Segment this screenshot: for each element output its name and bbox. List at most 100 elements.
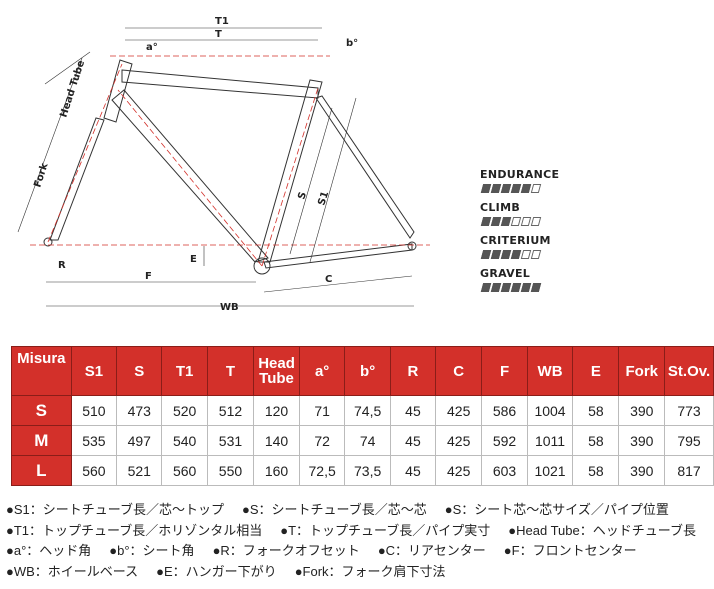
table-cell: 73,5 — [344, 455, 391, 486]
rating-segment — [510, 283, 522, 292]
legend-item: ●F：フロントセンター — [503, 543, 637, 558]
rating-segment — [530, 250, 542, 259]
table-cell: 160 — [253, 455, 300, 486]
legend-item: ●b°：シート角 — [109, 543, 195, 558]
column-header: Head Tube — [253, 346, 300, 396]
label-head-tube: Head Tube — [58, 59, 87, 119]
column-header: R — [389, 346, 437, 396]
rating-segment — [520, 250, 532, 259]
seat-stay — [315, 95, 415, 239]
legend-row: ●WB：ホイールベース●E：ハンガー下がり●Fork：フォーク肩下寸法 — [6, 562, 714, 583]
legend-item: ●T1：トップチューブ長／ホリゾンタル相当 — [6, 522, 263, 538]
label-e: E — [190, 254, 197, 265]
table-cell: 510 — [70, 395, 118, 426]
rating-segment — [490, 184, 502, 193]
legend: ●S1：シートチューブ長／芯～トップ●S：シートチューブ長／芯～芯●S：シート芯… — [6, 500, 714, 582]
table-cell: 550 — [206, 455, 255, 486]
rating-bar — [480, 250, 559, 260]
table-cell: 512 — [206, 395, 255, 426]
rating-segment — [520, 283, 532, 292]
table-cell: 45 — [389, 395, 437, 426]
legend-row: ●T1：トップチューブ長／ホリゾンタル相当●T：トップチューブ長／パイプ実寸●H… — [6, 521, 714, 542]
size-cell: M — [11, 425, 72, 456]
chain-stay — [263, 243, 413, 269]
column-header: b° — [344, 346, 391, 396]
column-header: S — [116, 346, 163, 396]
legend-item: ●WB：ホイールベース — [6, 563, 139, 579]
rating-segment — [490, 217, 502, 226]
table-cell: 531 — [206, 425, 255, 456]
table-cell: 1021 — [526, 455, 574, 486]
label-t1: T1 — [215, 16, 229, 27]
rating-label: ENDURANCE — [480, 168, 560, 181]
label-s: S — [296, 191, 309, 201]
rating-segment — [510, 217, 522, 226]
table-cell: 817 — [664, 455, 714, 486]
table-cell: 473 — [116, 395, 163, 426]
rating-segment — [480, 184, 492, 193]
column-header: Misura — [11, 346, 72, 396]
table-cell: 425 — [435, 425, 483, 456]
table-cell: 560 — [161, 455, 208, 486]
table-cell: 390 — [618, 455, 666, 486]
legend-item: ●C：リアセンター — [377, 543, 486, 558]
table-cell: 1011 — [526, 425, 574, 456]
rating-segment — [530, 283, 542, 292]
label-fork: Fork — [32, 162, 50, 189]
rating-segment — [490, 283, 502, 292]
down-tube — [111, 89, 269, 263]
legend-row: ●S1：シートチューブ長／芯～トップ●S：シートチューブ長／芯～芯●S：シート芯… — [6, 500, 714, 521]
table-cell: 72 — [298, 425, 346, 456]
label-t: T — [215, 29, 222, 40]
column-header: C — [435, 346, 483, 396]
table-cell: 74 — [344, 425, 391, 456]
column-header: St.Ov. — [664, 346, 714, 396]
rating-bar — [480, 217, 559, 227]
rating-segment — [500, 283, 512, 292]
legend-item: ●S：シート芯～芯サイズ／パイプ位置 — [444, 502, 669, 517]
column-header: Fork — [618, 346, 666, 396]
label-c: C — [325, 274, 332, 285]
table-cell: 592 — [481, 425, 528, 456]
label-wb: WB — [220, 302, 239, 313]
legend-item: ●S：シートチューブ長／芯～芯 — [241, 502, 427, 517]
size-cell: S — [11, 395, 72, 426]
table-cell: 520 — [161, 395, 208, 426]
table-cell: 773 — [664, 395, 714, 426]
label-r: R — [58, 260, 66, 271]
rating-segment — [480, 283, 492, 292]
table-cell: 603 — [481, 455, 528, 486]
column-header: T — [206, 346, 255, 396]
rating-label: CLIMB — [480, 201, 521, 214]
rating-label: CRITERIUM — [480, 234, 551, 247]
rating-segment — [510, 184, 522, 193]
rating-segment — [490, 250, 502, 259]
rating-segment — [500, 217, 512, 226]
rating-segment — [520, 217, 532, 226]
table-cell: 521 — [116, 455, 163, 486]
rating-segment — [480, 217, 492, 226]
label-a: a° — [146, 42, 158, 53]
rating-bar — [480, 283, 559, 293]
rating-segment — [530, 184, 542, 193]
legend-item: ●Head Tube：ヘッドチューブ長 — [508, 522, 696, 538]
column-header: E — [572, 346, 620, 396]
legend-item: ●a°：ヘッド角 — [6, 543, 92, 558]
column-header: S1 — [70, 346, 118, 396]
seat-tube — [257, 79, 323, 263]
table-cell: 45 — [389, 425, 437, 456]
rating-segment — [520, 184, 532, 193]
bottom-bracket — [253, 257, 271, 275]
table-cell: 425 — [435, 455, 483, 486]
table-cell: 390 — [618, 395, 666, 426]
label-f: F — [145, 271, 152, 282]
table-cell: 497 — [116, 425, 163, 456]
table-cell: 74,5 — [344, 395, 391, 426]
rating-segment — [500, 184, 512, 193]
column-header: WB — [526, 346, 574, 396]
table-cell: 795 — [664, 425, 714, 456]
